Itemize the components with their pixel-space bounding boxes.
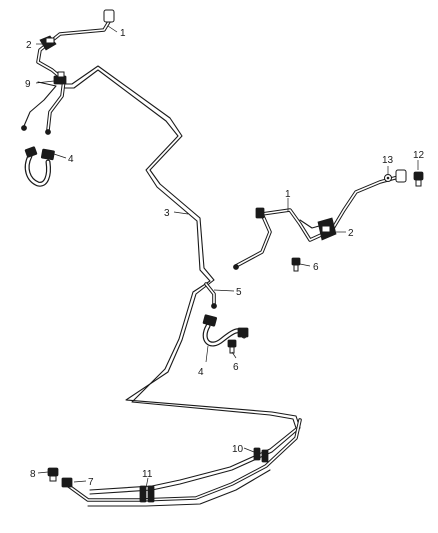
tube-nut-right [45, 129, 51, 135]
part-2-top-bracket [39, 35, 57, 51]
part-4-lower-brake-hose [202, 314, 249, 347]
part-2-mid-bracket [317, 217, 337, 241]
part-3-main-brake-tube [59, 65, 301, 495]
callout-4-lower: 4 [198, 367, 204, 378]
part-4-top-brake-hose [24, 146, 55, 187]
callout-8: 8 [30, 469, 36, 480]
callout-7: 7 [88, 477, 94, 488]
top-fitting [103, 9, 115, 23]
callout-13: 13 [382, 155, 394, 166]
part-1-top-tube-assembly [21, 9, 115, 135]
junction-fitting [255, 207, 265, 219]
callout-2-top: 2 [26, 40, 32, 51]
part-1-mid-tube-assembly [233, 169, 407, 270]
part-5-short-tube [204, 282, 217, 309]
callout-6-lower: 6 [233, 362, 239, 373]
callout-2-mid: 2 [348, 228, 354, 239]
bottom-tube-bundle [64, 418, 302, 507]
part-9-junction-block [53, 71, 67, 85]
callout-labels: 1 2 9 4 3 1 13 12 2 6 5 4 6 10 11 8 7 [25, 28, 425, 488]
callout-6-mid: 6 [313, 262, 319, 273]
part-7-fitting [61, 477, 73, 488]
part-13-washer [384, 174, 392, 182]
callout-3: 3 [164, 208, 170, 219]
part-12-banjo-bolt [413, 171, 424, 187]
mid-tube-nut [233, 264, 239, 270]
callout-9: 9 [25, 79, 31, 90]
tube-nut-left [21, 125, 27, 131]
callout-12: 12 [413, 150, 425, 161]
part-10-clip [253, 447, 269, 463]
part-6-mid-bolt [291, 257, 301, 272]
callout-5: 5 [236, 287, 242, 298]
callout-4-top: 4 [68, 154, 74, 165]
mid-top-fitting [395, 169, 407, 183]
callout-10: 10 [232, 444, 244, 455]
callout-11: 11 [142, 469, 153, 480]
leader-lines [35, 25, 419, 489]
part-11-clip [139, 485, 155, 503]
part-6-lower-bolt [227, 339, 237, 354]
callout-1-top: 1 [120, 28, 126, 39]
part-8-bolt [47, 467, 59, 482]
callout-1-mid: 1 [285, 189, 291, 200]
